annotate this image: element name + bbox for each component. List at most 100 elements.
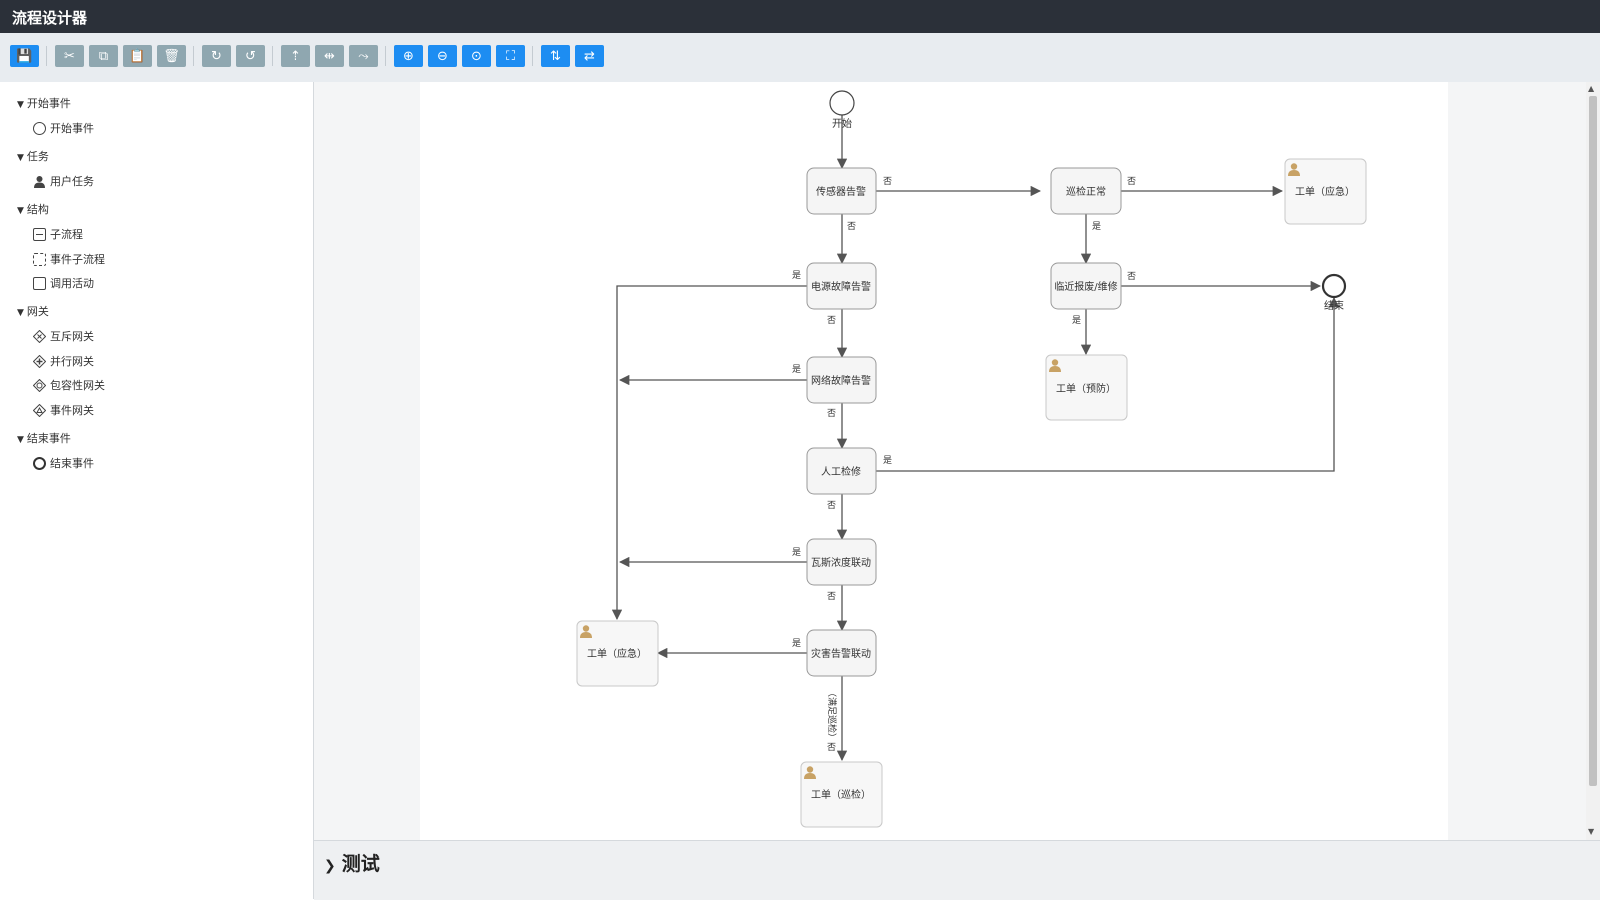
toolbar-separator <box>385 46 386 66</box>
task-label: 电源故障告警 <box>811 280 871 293</box>
palette-item-call-activity[interactable]: 调用活动 <box>33 275 94 291</box>
zoom-out-button[interactable]: ⊖ <box>428 45 457 67</box>
layout-vertical-button[interactable]: ⇅ <box>541 45 570 67</box>
palette-group-task[interactable]: ▼任务 <box>17 148 49 164</box>
task-label: 网络故障告警 <box>811 374 871 387</box>
item-label: 包容性网关 <box>50 379 105 392</box>
align-middle-button[interactable]: ⇹ <box>315 45 344 67</box>
scroll-thumb[interactable] <box>1589 96 1597 786</box>
fit-screen-button[interactable]: ⛶ <box>496 45 525 67</box>
toolbar-separator <box>46 46 47 66</box>
item-label: 事件子流程 <box>50 253 105 266</box>
task-repair[interactable] <box>1050 262 1122 310</box>
connect-icon: ⤳ <box>358 48 369 64</box>
chevron-down-icon: ▼ <box>17 308 24 318</box>
palette-item-parallel-gateway[interactable]: 并行网关 <box>32 353 94 369</box>
palette-item-event-subprocess[interactable]: 事件子流程 <box>33 251 105 267</box>
trash-icon: 🗑 <box>163 48 180 64</box>
chevron-right-icon: ❯ <box>324 858 336 874</box>
save-button[interactable]: 💾 <box>10 45 39 67</box>
palette-group-structure[interactable]: ▼结构 <box>17 201 49 217</box>
copy-icon: ⧉ <box>98 48 109 64</box>
parallel-gateway-icon <box>32 354 47 368</box>
exclusive-gateway-icon <box>32 329 47 343</box>
edge-power-ticket[interactable] <box>611 285 807 621</box>
task-label: 灾害告警联动 <box>811 647 871 660</box>
layout-horizontal-button[interactable]: ⇄ <box>575 45 604 67</box>
item-label: 结束事件 <box>50 457 94 470</box>
inclusive-gateway-icon <box>32 378 47 392</box>
paste-icon: 📋 <box>129 48 146 64</box>
user-task-ticket-left[interactable] <box>576 620 659 687</box>
zoom-actual-button[interactable]: ⊙ <box>462 45 491 67</box>
edge-label-yes: 是 <box>1092 221 1101 232</box>
edge-label-no: 否 <box>827 315 836 326</box>
properties-panel-header[interactable]: ❯测试 <box>324 849 380 876</box>
task-network[interactable] <box>806 356 877 404</box>
item-label: 事件网关 <box>50 404 94 417</box>
palette-group-start-event[interactable]: ▼开始事件 <box>17 95 71 111</box>
palette-group-gateway[interactable]: ▼网关 <box>17 303 49 319</box>
scroll-up-icon[interactable]: ▲ <box>1588 84 1595 93</box>
zoom-reset-icon: ⊙ <box>471 48 482 64</box>
user-task-ticket-prevent[interactable] <box>1045 354 1128 421</box>
edge-label-no: 否 <box>827 591 836 602</box>
task-gas[interactable] <box>806 538 877 586</box>
palette-item-start-event[interactable]: 开始事件 <box>33 120 94 136</box>
edge-label-no: 否 <box>1127 176 1136 187</box>
toolbar-separator <box>272 46 273 66</box>
palette-item-subprocess[interactable]: 子流程 <box>33 226 83 242</box>
canvas-scrollbar[interactable]: ▲ ▼ <box>1586 82 1600 840</box>
zoom-in-button[interactable]: ⊕ <box>394 45 423 67</box>
palette-item-event-gateway[interactable]: 事件网关 <box>32 402 94 418</box>
undo-button[interactable]: ↺ <box>236 45 265 67</box>
edge-label-no: 否 <box>1127 271 1136 282</box>
scroll-down-icon[interactable]: ▼ <box>1588 827 1595 836</box>
toolbar: 💾 ✂ ⧉ 📋 🗑 ↻ ↺ ⇡ ⇹ ⤳ ⊕ ⊖ ⊙ ⛶ ⇅ ⇄ <box>0 33 1600 83</box>
zoom-out-icon: ⊖ <box>437 48 448 64</box>
user-task-ticket-top[interactable] <box>1284 158 1367 225</box>
paste-button[interactable]: 📋 <box>123 45 152 67</box>
cut-button[interactable]: ✂ <box>55 45 84 67</box>
event-subprocess-icon <box>33 252 46 266</box>
user-task-label: 工单（预防） <box>1056 382 1116 395</box>
start-label: 开始 <box>832 117 852 130</box>
task-manual[interactable] <box>806 447 877 495</box>
scissors-icon: ✂ <box>64 48 75 64</box>
task-label: 临近报废/维修 <box>1054 280 1117 293</box>
end-event[interactable] <box>1321 273 1347 299</box>
connect-button[interactable]: ⤳ <box>349 45 378 67</box>
diagram-canvas[interactable]: 开始 结束 传感器告警 巡检正常 电源故障告警 临近报废/维修 网络故障告警 人… <box>420 82 1448 840</box>
edge-label-yes: 是 <box>792 270 801 281</box>
task-alarm[interactable] <box>806 629 877 677</box>
copy-button[interactable]: ⧉ <box>89 45 118 67</box>
chevron-down-icon: ▼ <box>17 100 24 110</box>
delete-button[interactable]: 🗑 <box>157 45 186 67</box>
user-task-ticket-patrol[interactable] <box>800 761 883 828</box>
layout-vertical-icon: ⇅ <box>550 48 561 64</box>
event-gateway-icon <box>32 403 47 417</box>
task-sensor[interactable] <box>806 167 877 215</box>
palette-item-user-task[interactable]: 用户任务 <box>33 173 94 189</box>
redo-button[interactable]: ↻ <box>202 45 231 67</box>
align-top-button[interactable]: ⇡ <box>281 45 310 67</box>
task-label: 传感器告警 <box>816 185 866 198</box>
undo-icon: ↺ <box>245 48 256 64</box>
edge-label-no: 否 <box>827 408 836 419</box>
edge-label-note: （满足巡检） <box>826 688 838 742</box>
start-event[interactable] <box>829 90 855 116</box>
group-label: 结束事件 <box>26 432 71 445</box>
palette-item-inclusive-gateway[interactable]: 包容性网关 <box>32 377 105 393</box>
task-patrol[interactable] <box>1050 167 1122 215</box>
task-power[interactable] <box>806 262 877 310</box>
edge-label-no: 否 <box>883 176 892 187</box>
palette-group-end-event[interactable]: ▼结束事件 <box>17 430 71 446</box>
palette-item-end-event[interactable]: 结束事件 <box>33 455 94 471</box>
title-bar: 流程设计器 <box>0 0 1600 33</box>
item-label: 用户任务 <box>50 175 94 188</box>
chevron-down-icon: ▼ <box>17 153 24 163</box>
edge-manual-end[interactable] <box>876 296 1340 472</box>
end-label: 结束 <box>1324 299 1344 312</box>
align-top-icon: ⇡ <box>290 48 301 64</box>
palette-item-exclusive-gateway[interactable]: 互斥网关 <box>32 328 94 344</box>
